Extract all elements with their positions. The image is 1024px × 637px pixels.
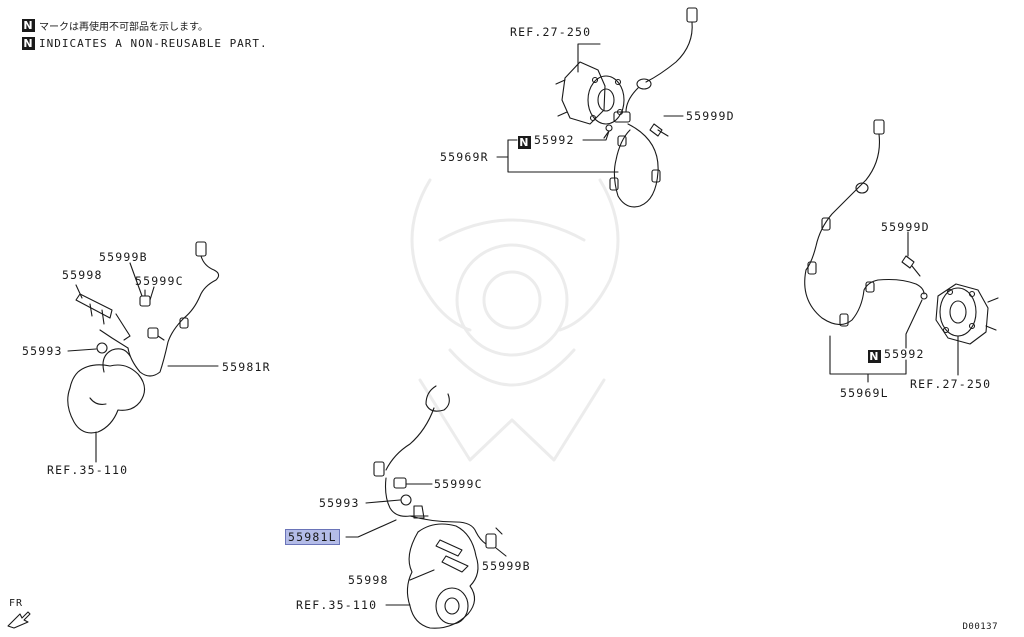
legend-line-en: N INDICATES A NON-REUSABLE PART. — [22, 37, 268, 50]
label-55981R[interactable]: 55981R — [222, 360, 271, 374]
sensor-55981L-drawing — [373, 385, 503, 549]
label-ref-35-110-left[interactable]: REF.35-110 — [47, 463, 129, 477]
sensor-55969R-drawing — [603, 7, 698, 208]
label-55993-center[interactable]: 55993 — [319, 496, 360, 510]
legend-line-jp: N マークは再使用不可部品を示します。 — [22, 18, 208, 33]
leaders-right — [829, 231, 923, 383]
label-55999C-center[interactable]: 55999C — [434, 477, 483, 491]
sensor-55969L-drawing — [804, 119, 928, 327]
front-left-knuckle-drawing — [406, 523, 479, 629]
label-55998-center[interactable]: 55998 — [348, 573, 389, 587]
label-55999B-center[interactable]: 55999B — [482, 559, 531, 573]
non-reusable-symbol: N — [518, 136, 531, 149]
label-55981L-highlighted[interactable]: 55981L — [285, 529, 340, 545]
label-55993-left[interactable]: 55993 — [22, 344, 63, 358]
label-55999B-left[interactable]: 55999B — [99, 250, 148, 264]
label-ref-27-250-right[interactable]: REF.27-250 — [910, 377, 992, 391]
legend-note-en: INDICATES A NON-REUSABLE PART. — [39, 37, 268, 50]
label-55969R[interactable]: 55969R — [440, 150, 489, 164]
leaders-top — [496, 115, 684, 173]
watermark-emblem — [410, 178, 620, 462]
label-55969L[interactable]: 55969L — [840, 386, 889, 400]
rear-right-hub-assembly — [555, 43, 625, 125]
label-55998-left[interactable]: 55998 — [62, 268, 103, 282]
front-right-knuckle-drawing — [67, 348, 146, 434]
legend-note-jp: マークは再使用不可部品を示します。 — [39, 22, 208, 33]
sensor-55981R-drawing — [75, 241, 220, 377]
label-55999C-left[interactable]: 55999C — [135, 274, 184, 288]
label-55992-top-text: 55992 — [534, 133, 575, 147]
rear-left-hub-assembly — [935, 283, 999, 376]
non-reusable-symbol: N — [868, 350, 881, 363]
label-ref-35-110-center[interactable]: REF.35-110 — [296, 598, 378, 612]
front-direction-arrow — [7, 611, 31, 629]
label-55992-right-text: 55992 — [884, 347, 925, 361]
leaders-left — [67, 262, 219, 463]
front-direction-label: FR — [9, 598, 24, 609]
label-55999D-right[interactable]: 55999D — [881, 220, 930, 234]
non-reusable-symbol: N — [22, 19, 35, 32]
label-55999D-top[interactable]: 55999D — [686, 109, 735, 123]
label-ref-27-250-top[interactable]: REF.27-250 — [510, 25, 592, 39]
non-reusable-symbol: N — [22, 37, 35, 50]
leaders-center — [345, 483, 507, 606]
diagram-code: D00137 — [962, 622, 998, 632]
